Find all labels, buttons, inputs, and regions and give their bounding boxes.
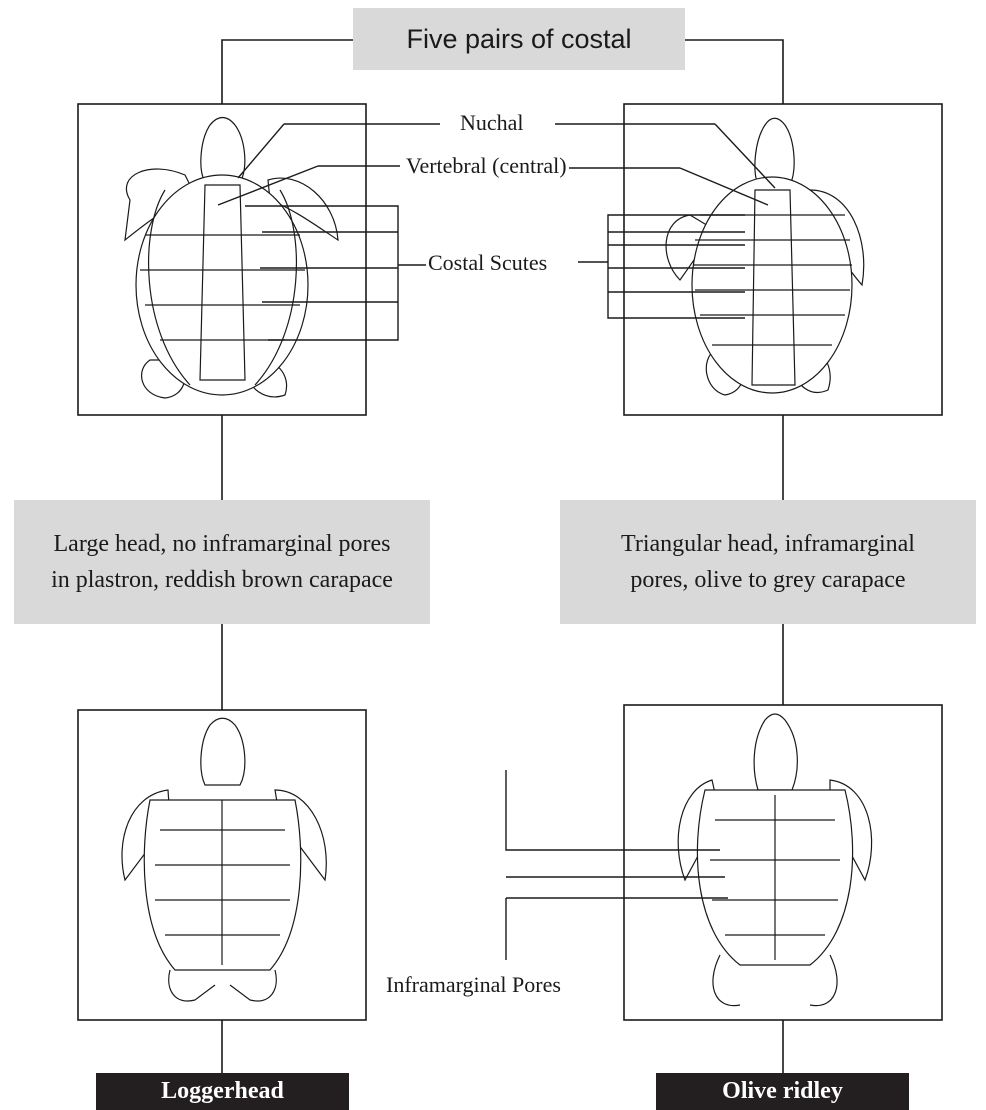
species-loggerhead-label: Loggerhead — [161, 1078, 284, 1105]
leader-nuchal-left-diag — [238, 124, 284, 178]
description-loggerhead: Large head, no inframarginal pores in pl… — [14, 500, 430, 624]
description-olive-line-1: Triangular head, inframarginal — [621, 526, 915, 562]
title-box: Five pairs of costal — [353, 8, 685, 70]
description-olive-line-2: pores, olive to grey carapace — [621, 562, 915, 598]
label-vertebral: Vertebral (central) — [404, 153, 569, 179]
loggerhead-carapace-drawing — [125, 118, 338, 399]
connector-title-left — [222, 40, 353, 104]
title-text: Five pairs of costal — [406, 24, 631, 55]
species-olive-ridley-label: Olive ridley — [722, 1078, 843, 1105]
olive-carapace-drawing — [666, 118, 864, 395]
label-costal-scutes: Costal Scutes — [426, 250, 549, 276]
description-loggerhead-line-1: Large head, no inframarginal pores — [51, 526, 393, 562]
olive-plastron-drawing — [678, 714, 871, 1006]
species-olive-ridley: Olive ridley — [656, 1073, 909, 1110]
species-loggerhead: Loggerhead — [96, 1073, 349, 1110]
description-loggerhead-line-2: in plastron, reddish brown carapace — [51, 562, 393, 598]
label-nuchal: Nuchal — [458, 110, 526, 136]
connector-title-right — [685, 40, 783, 104]
description-olive-ridley: Triangular head, inframarginal pores, ol… — [560, 500, 976, 624]
loggerhead-plastron-drawing — [122, 718, 326, 1001]
label-inframarginal-pores: Inframarginal Pores — [384, 972, 563, 998]
